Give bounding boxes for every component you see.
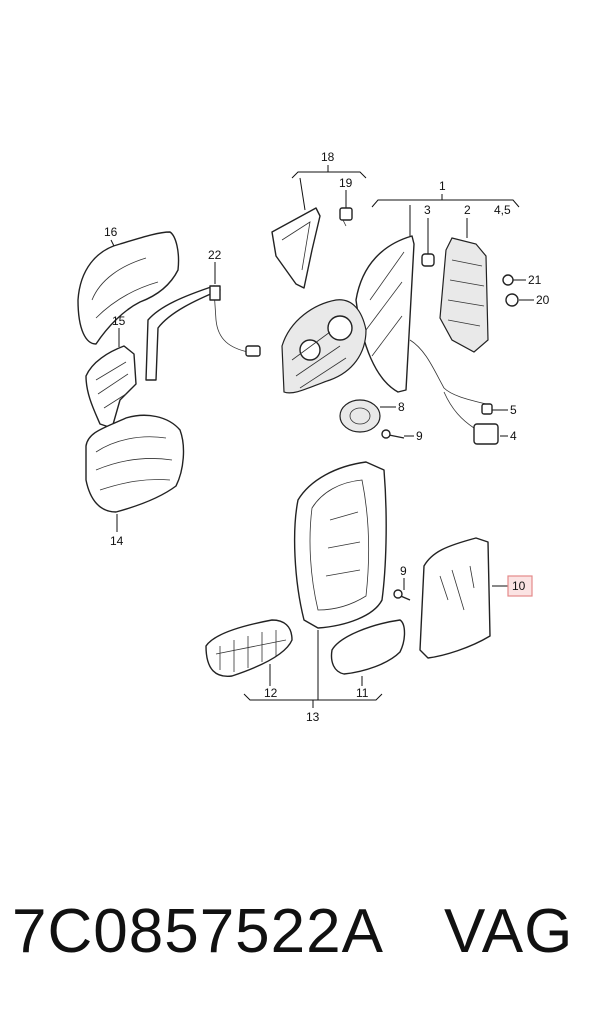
callout-15: 15 xyxy=(112,314,126,328)
callout-21: 21 xyxy=(528,273,542,287)
part-22-cable xyxy=(145,285,261,381)
part-5-connector xyxy=(481,403,493,415)
part-3-screw xyxy=(421,253,435,267)
callout-18: 18 xyxy=(321,150,335,164)
callout-22: 22 xyxy=(208,248,222,262)
part-16-housing-cap xyxy=(77,231,180,345)
callout-11: 11 xyxy=(356,686,369,700)
part-8-adjuster xyxy=(339,399,381,433)
callout-9-lower: 9 xyxy=(400,564,407,578)
callout-3: 3 xyxy=(424,203,431,217)
callout-16: 16 xyxy=(104,225,118,239)
part-15-bracket xyxy=(85,345,137,429)
callout-8: 8 xyxy=(398,400,405,414)
callout-20: 20 xyxy=(536,293,550,307)
callout-1: 1 xyxy=(439,179,446,193)
part-11-lower-glass xyxy=(330,619,406,675)
part-19-clip xyxy=(339,207,353,227)
exploded-parts-diagram: 18 1 19 3 2 4,5 16 22 21 20 15 8 9 5 4 1… xyxy=(77,150,550,724)
part-9-screw xyxy=(381,429,405,439)
part-2-motor xyxy=(439,237,489,353)
part-10-mirror-glass xyxy=(419,537,491,659)
highlight-box xyxy=(507,575,533,597)
callout-10: 10 xyxy=(512,579,526,593)
callout-12: 12 xyxy=(264,686,278,700)
footer-caption: 7C0857522A VAG xyxy=(12,896,573,967)
part-14-bottom-cover xyxy=(85,414,185,513)
callout-9-upper: 9 xyxy=(416,429,423,443)
callout-5: 5 xyxy=(510,403,517,417)
part-9-screw-lower xyxy=(393,589,411,601)
part-13-frame xyxy=(293,461,387,629)
part-number: 7C0857522A xyxy=(12,897,384,966)
part-18-trim xyxy=(271,207,321,289)
part-4-connector xyxy=(473,423,499,445)
callout-4-5: 4,5 xyxy=(494,203,511,217)
part-21-screw xyxy=(502,274,514,286)
callout-2: 2 xyxy=(464,203,471,217)
part-12-grille xyxy=(205,619,293,677)
part-1-mirror-assembly xyxy=(281,235,487,429)
brand-name: VAG xyxy=(443,897,574,966)
callout-19: 19 xyxy=(339,176,353,190)
part-20-screw xyxy=(505,293,519,307)
callout-4: 4 xyxy=(510,429,517,443)
callout-14: 14 xyxy=(110,534,124,548)
callout-13: 13 xyxy=(306,710,320,724)
